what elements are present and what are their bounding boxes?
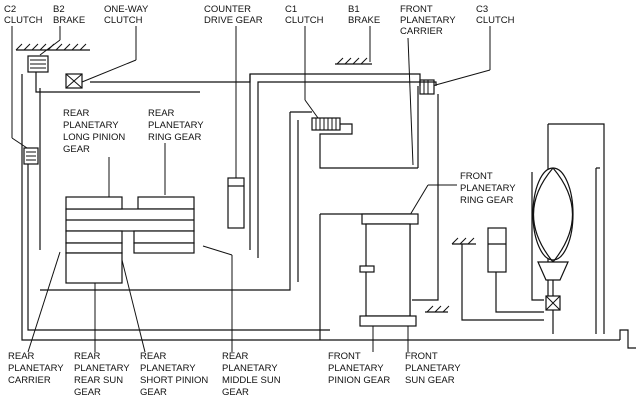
label-front-planetary-carrier: FRONT PLANETARY CARRIER <box>400 4 456 37</box>
svg-text:BRAKE: BRAKE <box>348 15 380 26</box>
svg-text:SUN GEAR: SUN GEAR <box>405 375 455 386</box>
svg-text:PINION GEAR: PINION GEAR <box>328 375 390 386</box>
svg-text:REAR: REAR <box>140 351 167 362</box>
svg-text:CLUTCH: CLUTCH <box>285 15 324 26</box>
svg-text:FRONT: FRONT <box>328 351 361 362</box>
label-b1-brake: B1 BRAKE <box>348 4 380 26</box>
rear-planetary-short-pinion-gear <box>65 230 195 244</box>
svg-text:REAR SUN: REAR SUN <box>74 375 123 386</box>
svg-text:CLUTCH: CLUTCH <box>476 15 515 26</box>
svg-text:CLUTCH: CLUTCH <box>104 15 143 26</box>
counter-drive-gear <box>227 177 245 229</box>
leader-lines <box>11 26 491 353</box>
svg-text:B2: B2 <box>53 4 65 15</box>
label-c1-clutch: C1 CLUTCH <box>285 4 324 26</box>
svg-text:LONG PINION: LONG PINION <box>63 132 125 143</box>
b2-brake-pack <box>27 55 49 73</box>
label-rear-planetary-carrier: REAR PLANETARY CARRIER <box>8 351 64 386</box>
label-rear-planetary-middle-sun-gear: REAR PLANETARY MIDDLE SUN GEAR <box>222 351 281 398</box>
svg-text:REAR: REAR <box>74 351 101 362</box>
svg-text:PLANETARY: PLANETARY <box>405 363 461 374</box>
svg-text:GEAR: GEAR <box>140 387 167 398</box>
svg-text:GEAR: GEAR <box>222 387 249 398</box>
label-c3-clutch: C3 CLUTCH <box>476 4 515 26</box>
svg-text:FRONT: FRONT <box>405 351 438 362</box>
ground-hatch-front-sun <box>425 305 450 313</box>
c2-clutch-pack <box>23 147 39 165</box>
svg-text:REAR: REAR <box>8 351 35 362</box>
front-planetary-pinion-gear <box>359 223 411 317</box>
svg-text:PLANETARY: PLANETARY <box>74 363 130 374</box>
ground-hatch-right <box>451 237 476 245</box>
label-rear-planetary-rear-sun-gear: REAR PLANETARY REAR SUN GEAR <box>74 351 130 398</box>
rear-planetary-carrier <box>65 196 123 210</box>
svg-text:CARRIER: CARRIER <box>8 375 51 386</box>
c1-clutch-pack <box>311 117 341 131</box>
svg-text:GEAR: GEAR <box>63 144 90 155</box>
svg-text:RING GEAR: RING GEAR <box>460 195 513 206</box>
svg-text:REAR: REAR <box>63 108 90 119</box>
rear-planetary-rear-sun-gear <box>65 242 123 284</box>
svg-text:BRAKE: BRAKE <box>53 15 85 26</box>
svg-text:CARRIER: CARRIER <box>400 26 443 37</box>
label-counter-drive-gear: COUNTER DRIVE GEAR <box>204 4 263 26</box>
svg-text:PLANETARY: PLANETARY <box>400 15 456 26</box>
rear-planetary-ring-gear <box>137 196 195 210</box>
b1-brake-housing <box>335 57 372 65</box>
ground-hatch-left <box>15 43 90 51</box>
label-front-planetary-pinion-gear: FRONT PLANETARY PINION GEAR <box>328 351 390 386</box>
svg-text:FRONT: FRONT <box>460 171 493 182</box>
svg-text:PLANETARY: PLANETARY <box>8 363 64 374</box>
svg-text:PLANETARY: PLANETARY <box>140 363 196 374</box>
label-rear-planetary-ring-gear: REAR PLANETARY RING GEAR <box>148 108 204 143</box>
label-one-way-clutch: ONE-WAY CLUTCH <box>104 4 149 26</box>
svg-text:REAR: REAR <box>222 351 249 362</box>
drum-lines <box>21 72 620 341</box>
svg-text:PLANETARY: PLANETARY <box>222 363 278 374</box>
svg-text:CLUTCH: CLUTCH <box>4 15 43 26</box>
svg-text:GEAR: GEAR <box>74 387 101 398</box>
svg-text:PLANETARY: PLANETARY <box>148 120 204 131</box>
svg-text:C2: C2 <box>4 4 16 15</box>
svg-text:ONE-WAY: ONE-WAY <box>104 4 149 15</box>
rear-planetary-long-pinion-gear <box>65 208 195 232</box>
svg-text:PLANETARY: PLANETARY <box>63 120 119 131</box>
svg-text:PLANETARY: PLANETARY <box>328 363 384 374</box>
front-planetary-ring-gear <box>361 213 419 225</box>
label-b2-brake: B2 BRAKE <box>53 4 85 26</box>
oil-pump <box>461 227 544 321</box>
svg-text:RING GEAR: RING GEAR <box>148 132 201 143</box>
torque-converter <box>531 123 605 334</box>
svg-text:C3: C3 <box>476 4 488 15</box>
label-rear-planetary-long-pinion-gear: REAR PLANETARY LONG PINION GEAR <box>63 108 125 155</box>
svg-text:FRONT: FRONT <box>400 4 433 15</box>
one-way-clutch-symbol <box>65 73 83 89</box>
label-c2-clutch: C2 CLUTCH <box>4 4 43 26</box>
label-rear-planetary-short-pinion-gear: REAR PLANETARY SHORT PINION GEAR <box>140 351 208 398</box>
label-front-planetary-ring-gear: FRONT PLANETARY RING GEAR <box>460 171 516 206</box>
label-front-planetary-sun-gear: FRONT PLANETARY SUN GEAR <box>405 351 461 386</box>
svg-text:DRIVE GEAR: DRIVE GEAR <box>204 15 263 26</box>
svg-text:PLANETARY: PLANETARY <box>460 183 516 194</box>
rear-planetary-middle-sun-gear <box>133 242 195 254</box>
svg-text:C1: C1 <box>285 4 297 15</box>
svg-text:REAR: REAR <box>148 108 175 119</box>
svg-text:SHORT PINION: SHORT PINION <box>140 375 208 386</box>
front-planetary-sun-gear <box>359 315 417 327</box>
output-shaft-end <box>619 329 636 349</box>
svg-text:MIDDLE SUN: MIDDLE SUN <box>222 375 281 386</box>
svg-text:B1: B1 <box>348 4 360 15</box>
svg-text:COUNTER: COUNTER <box>204 4 251 15</box>
